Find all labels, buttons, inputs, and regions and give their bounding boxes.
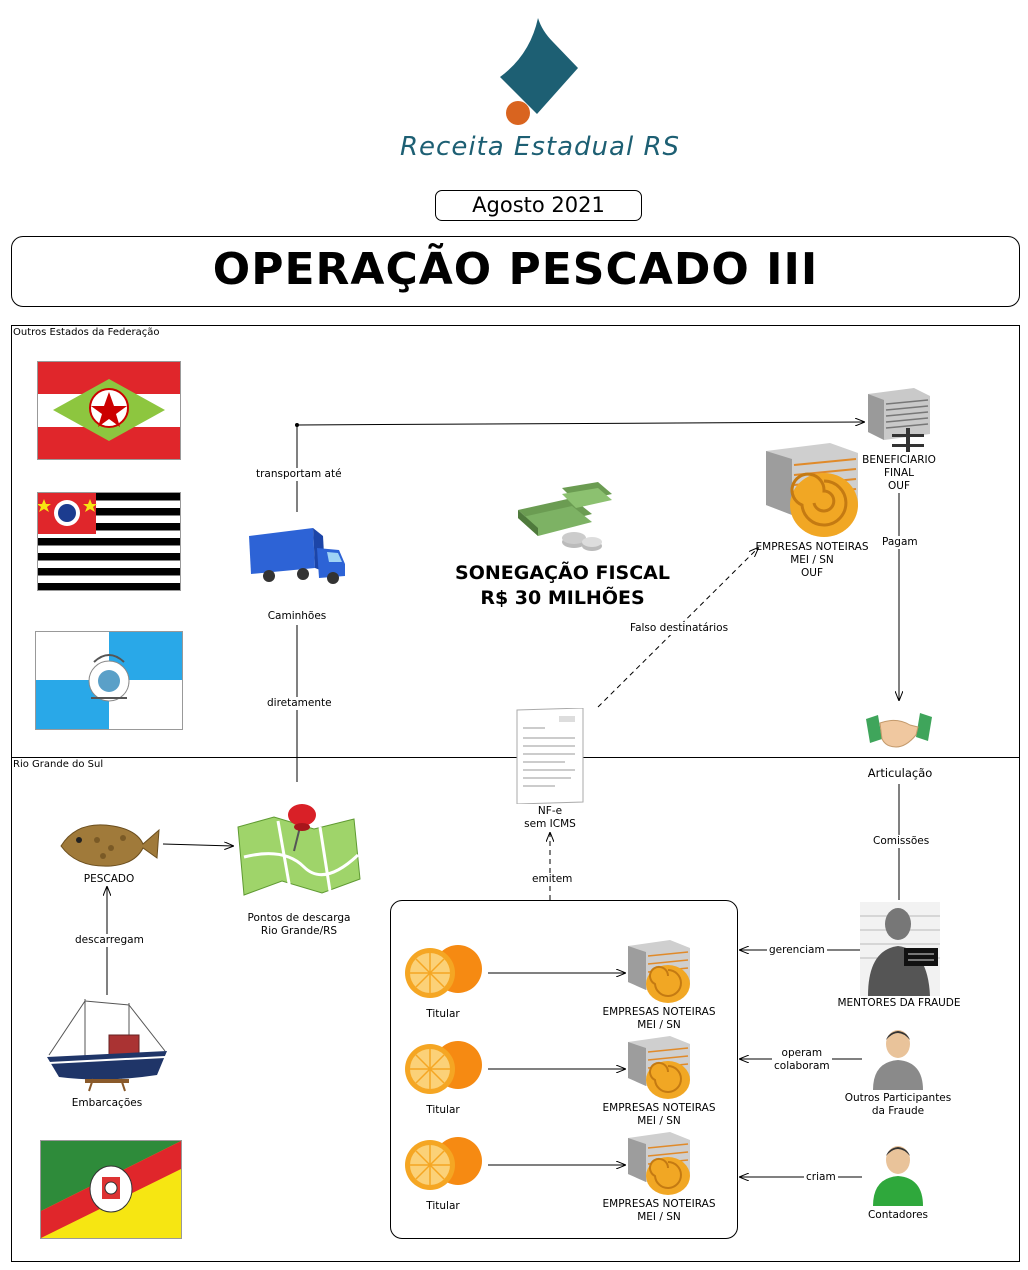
edge-label-create: criam — [804, 1171, 838, 1184]
shell-company-label: EMPRESAS NOTEIRAS MEI / SN — [602, 1102, 716, 1127]
edge-label-issue: emitem — [530, 873, 575, 886]
rs-label: Rio Grande do Sul — [13, 759, 104, 770]
articulation-label: Articulação — [867, 766, 933, 780]
shell-company-icon — [626, 1132, 692, 1196]
edge-label-directly: diretamente — [265, 697, 334, 710]
orange-icon — [402, 1037, 484, 1099]
edge-fish-unload — [162, 844, 233, 846]
edge-label-pay: Pagam — [880, 536, 920, 549]
edge-label-unload: descarregam — [73, 934, 146, 947]
santa-catarina-flag — [37, 361, 181, 460]
server-icon — [864, 388, 932, 454]
rio-de-janeiro-flag — [35, 631, 183, 730]
map-pin-icon — [234, 797, 362, 897]
tax-evasion-line1: SONEGAÇÃO FISCAL — [455, 562, 670, 584]
shell-company-icon — [626, 1036, 692, 1100]
edge-label-operate: operam colaboram — [772, 1047, 832, 1073]
shell-company-label: EMPRESAS NOTEIRAS MEI / SN — [602, 1006, 716, 1031]
org-name: Receita Estadual RS — [399, 132, 681, 162]
date-badge: Agosto 2021 — [435, 190, 642, 221]
boats-label: Embarcações — [71, 1097, 143, 1109]
orange-icon — [402, 1133, 484, 1195]
person-green-icon — [871, 1144, 925, 1206]
rs-section — [11, 757, 1020, 1262]
page-title: OPERAÇÃO PESCADO III — [212, 244, 819, 295]
edge-label-manage: gerenciam — [767, 944, 827, 957]
tax-evasion-amount: SONEGAÇÃO FISCAL R$ 30 MILHÕES — [430, 561, 695, 611]
holder-label: Titular — [426, 1200, 460, 1212]
fishing-boat-icon — [45, 995, 169, 1093]
shell-company-icon — [626, 940, 692, 1004]
invoice-document-icon — [515, 707, 585, 805]
masterminds-label: MENTORES DA FRAUDE — [837, 997, 961, 1009]
orange-icon — [402, 941, 484, 1003]
receita-logo — [490, 15, 590, 127]
person-gray-icon — [871, 1028, 925, 1090]
edge-label-false-recipients: Falso destinatários — [628, 622, 731, 635]
truck-icon — [247, 528, 347, 586]
tax-evasion-line2: R$ 30 MILHÕES — [480, 587, 645, 609]
other-states-label: Outros Estados da Federação — [13, 327, 160, 338]
holder-label: Titular — [426, 1104, 460, 1116]
handshake-icon — [866, 713, 932, 753]
edge-to-beneficiary — [296, 422, 864, 425]
money-icon — [512, 480, 612, 555]
trucks-label: Caminhões — [267, 610, 327, 622]
shell-company-label: EMPRESAS NOTEIRAS MEI / SN — [602, 1198, 716, 1223]
fish-label: PESCADO — [83, 873, 135, 885]
holder-label: Titular — [426, 1008, 460, 1020]
accountants-label: Contadores — [867, 1209, 929, 1221]
rio-grande-do-sul-flag — [40, 1140, 182, 1239]
shell-company-icon — [762, 443, 862, 540]
unloading-points-label: Pontos de descarga Rio Grande/RS — [247, 912, 351, 937]
other-participants-label: Outros Participantes da Fraude — [844, 1092, 952, 1117]
shell-company-ouf-label: EMPRESAS NOTEIRAS MEI / SN OUF — [755, 541, 869, 579]
fish-icon — [57, 816, 161, 872]
edge-label-commissions: Comissões — [871, 835, 932, 848]
mugshot-person-icon — [860, 902, 940, 996]
front-companies-group — [390, 900, 738, 1239]
title-box: OPERAÇÃO PESCADO III — [11, 236, 1020, 307]
edge-label-transport: transportam até — [254, 468, 344, 481]
invoice-label: NF-e sem ICMS — [524, 805, 576, 830]
other-states-section — [11, 325, 1020, 758]
sao-paulo-flag — [37, 492, 181, 591]
beneficiary-label: BENEFICIARIO FINAL OUF — [862, 454, 936, 492]
